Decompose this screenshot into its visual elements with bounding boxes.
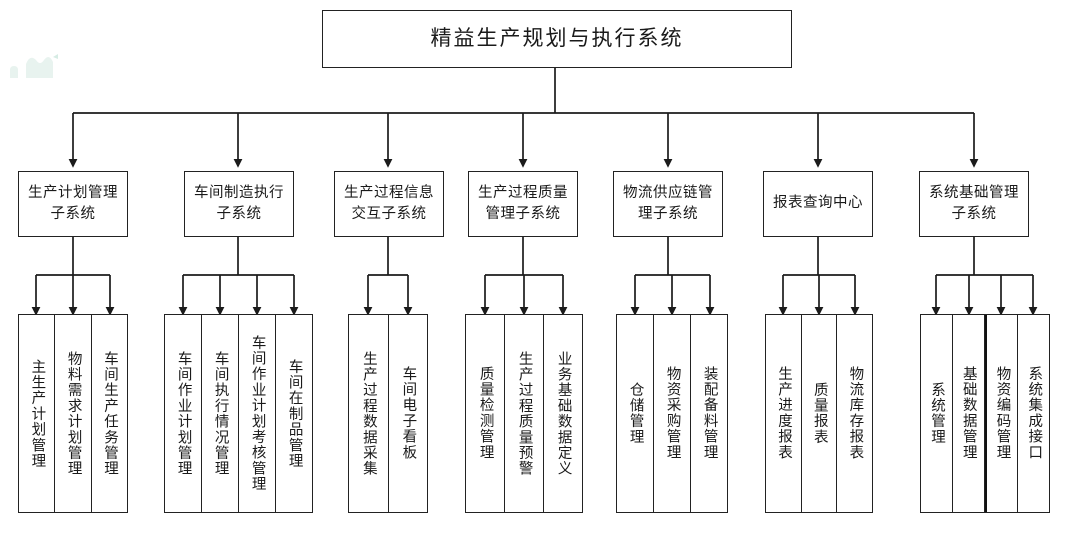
subsystem-node-system-foundation[interactable]: 系统基础管理 子系统 [919,171,1029,237]
root-node[interactable]: 精益生产规划与执行系统 [322,10,792,68]
leaf-node[interactable]: 车间电子看板 [388,315,427,512]
leaf-node-label: 车间作业计划考核管理 [249,335,266,492]
leaf-node[interactable]: 车间作业计划管理 [165,315,202,512]
leaf-node-label: 业务基础数据定义 [555,350,572,477]
subsystem-node-logistics-supply-chain[interactable]: 物流供应链管 理子系统 [613,171,723,237]
subsystem-label-line-1: 报表查询中心 [773,195,863,212]
subsystem-label-line-2: 交互子系统 [351,206,427,222]
leaf-node-label: 质量报表 [811,382,828,445]
watermark-decoration [10,54,58,78]
leaf-node[interactable]: 仓储管理 [617,315,654,512]
leaf-node[interactable]: 生产过程质量预警 [505,315,544,512]
subsystem-node-workshop-execution[interactable]: 车间制造执行 子系统 [184,171,294,237]
subsystem-label-line-1: 车间制造执行 [194,184,284,201]
subsystem-node-report-query-center[interactable]: 报表查询中心 [763,171,873,237]
leaf-node[interactable]: 车间在制品管理 [276,315,312,512]
leaf-group-report-query-center: 生产进度报表 质量报表 物流库存报表 [765,314,873,513]
subsystem-label-line-2: 管理子系统 [485,206,561,222]
leaf-node[interactable]: 质量检测管理 [466,315,505,512]
leaf-node[interactable]: 系统管理 [921,315,953,512]
leaf-group-system-foundation: 系统管理 基础数据管理 物资编码管理 系统集成接口 [920,314,1050,513]
subsystem-label-line-1: 物流供应链管 [623,184,713,201]
leaf-node-label: 主生产计划管理 [29,358,46,469]
leaf-node-label: 物资编码管理 [994,366,1011,461]
leaf-node[interactable]: 物料需求计划管理 [55,315,92,512]
subsystem-node-production-planning[interactable]: 生产计划管理 子系统 [18,171,128,237]
subsystem-label-line-1: 生产计划管理 [28,184,118,201]
leaf-node[interactable]: 基础数据管理 [952,315,985,512]
root-node-label: 精益生产规划与执行系统 [430,26,684,51]
subsystem-node-process-information[interactable]: 生产过程信息 交互子系统 [334,171,444,237]
leaf-node-label: 物资采购管理 [664,366,681,461]
leaf-node-label: 车间作业计划管理 [175,350,192,477]
leaf-node-label: 物料需求计划管理 [65,350,82,477]
leaf-node-label: 生产进度报表 [776,366,793,461]
leaf-node-label: 基础数据管理 [960,366,977,461]
leaf-node[interactable]: 装配备料管理 [691,315,727,512]
leaf-group-workshop-execution: 车间作业计划管理 车间执行情况管理 车间作业计划考核管理 车间在制品管理 [164,314,313,513]
subsystem-label-line-2: 理子系统 [638,206,698,222]
subsystem-label-line-2: 子系统 [50,206,96,222]
subsystem-label-line-2: 子系统 [216,206,262,222]
leaf-node[interactable]: 业务基础数据定义 [544,315,582,512]
leaf-node-label: 系统管理 [929,382,946,445]
subsystem-node-process-quality[interactable]: 生产过程质量 管理子系统 [468,171,578,237]
leaf-group-process-quality: 质量检测管理 生产过程质量预警 业务基础数据定义 [465,314,583,513]
leaf-node[interactable]: 车间作业计划考核管理 [239,315,276,512]
leaf-node-label: 车间生产任务管理 [102,350,118,477]
leaf-node-label: 仓储管理 [627,382,644,445]
leaf-node-label: 车间电子看板 [400,366,417,461]
leaf-node[interactable]: 系统集成接口 [1018,315,1049,512]
leaf-node[interactable]: 物资采购管理 [654,315,691,512]
leaf-node[interactable]: 主生产计划管理 [19,315,56,512]
leaf-node-label: 质量检测管理 [477,366,494,461]
leaf-group-logistics-supply-chain: 仓储管理 物资采购管理 装配备料管理 [616,314,728,513]
subsystem-label-line-1: 系统基础管理 [929,184,1019,201]
leaf-node[interactable]: 物资编码管理 [984,315,1019,512]
leaf-node-label: 生产过程数据采集 [360,350,377,477]
leaf-node-label: 生产过程质量预警 [516,350,533,477]
leaf-node[interactable]: 生产进度报表 [766,315,802,512]
leaf-node[interactable]: 物流库存报表 [837,315,873,512]
leaf-node-label: 车间执行情况管理 [212,350,229,477]
leaf-node-label: 系统集成接口 [1026,366,1043,461]
leaf-node[interactable]: 质量报表 [801,315,838,512]
leaf-node[interactable]: 车间执行情况管理 [202,315,239,512]
leaf-group-production-planning: 主生产计划管理 物料需求计划管理 车间生产任务管理 [18,314,128,513]
leaf-node[interactable]: 生产过程数据采集 [349,315,389,512]
leaf-node-label: 物流库存报表 [847,366,864,461]
leaf-node[interactable]: 车间生产任务管理 [91,315,127,512]
leaf-group-process-information: 生产过程数据采集 车间电子看板 [348,314,428,513]
subsystem-label-line-2: 子系统 [951,206,997,222]
leaf-node-label: 装配备料管理 [701,366,718,461]
subsystem-label-line-1: 生产过程信息 [344,184,434,201]
subsystem-label-line-1: 生产过程质量 [478,184,568,201]
leaf-node-label: 车间在制品管理 [286,358,303,469]
